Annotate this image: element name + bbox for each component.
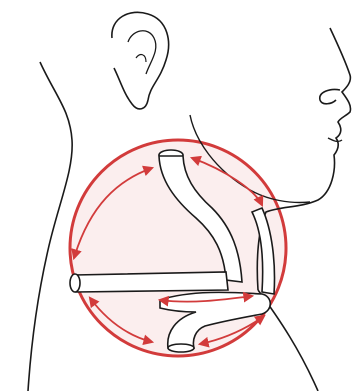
mouth-icon: [328, 138, 342, 141]
vessel-bottom-opening: [168, 344, 194, 352]
ear-icon: [112, 12, 169, 109]
vessel-left-opening: [70, 274, 80, 292]
neck-back-outline: [28, 62, 72, 391]
vessel-horizontal-segment: [74, 272, 228, 292]
nose-icon: [320, 89, 340, 103]
